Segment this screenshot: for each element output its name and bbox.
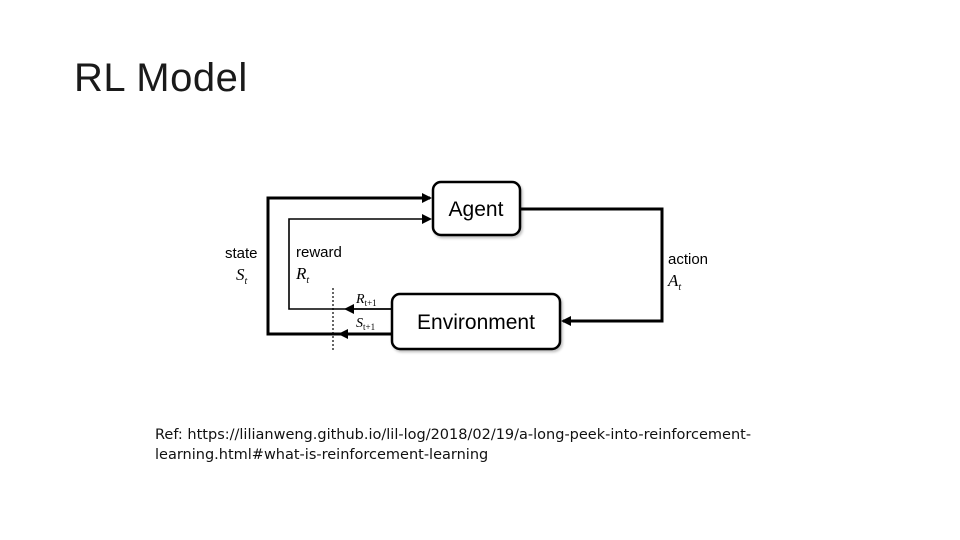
next-reward-symbol: Rt+1 (355, 292, 377, 308)
action-symbol: At (667, 271, 681, 293)
action-label: action (668, 251, 708, 268)
action-arrow (520, 207, 664, 326)
next-state-symbol: St+1 (356, 316, 375, 332)
state-arrow (266, 193, 432, 336)
reward-symbol: Rt (295, 264, 309, 286)
agent-node: Agent (431, 180, 522, 237)
environment-node: Environment (390, 292, 562, 351)
reference-line-2: learning.html#what-is-reinforcement-lear… (155, 447, 489, 463)
agent-label: Agent (449, 198, 504, 221)
environment-label: Environment (417, 311, 535, 334)
reference-line-1: Ref: https://lilianweng.github.io/lil-lo… (155, 427, 752, 443)
state-symbol: St (236, 265, 248, 287)
state-label: state (225, 245, 258, 262)
slide-title: RL Model (74, 56, 248, 100)
reference-text: Ref: https://lilianweng.github.io/lil-lo… (155, 425, 795, 465)
reward-arrow (288, 214, 432, 310)
reward-label: reward (296, 244, 342, 261)
